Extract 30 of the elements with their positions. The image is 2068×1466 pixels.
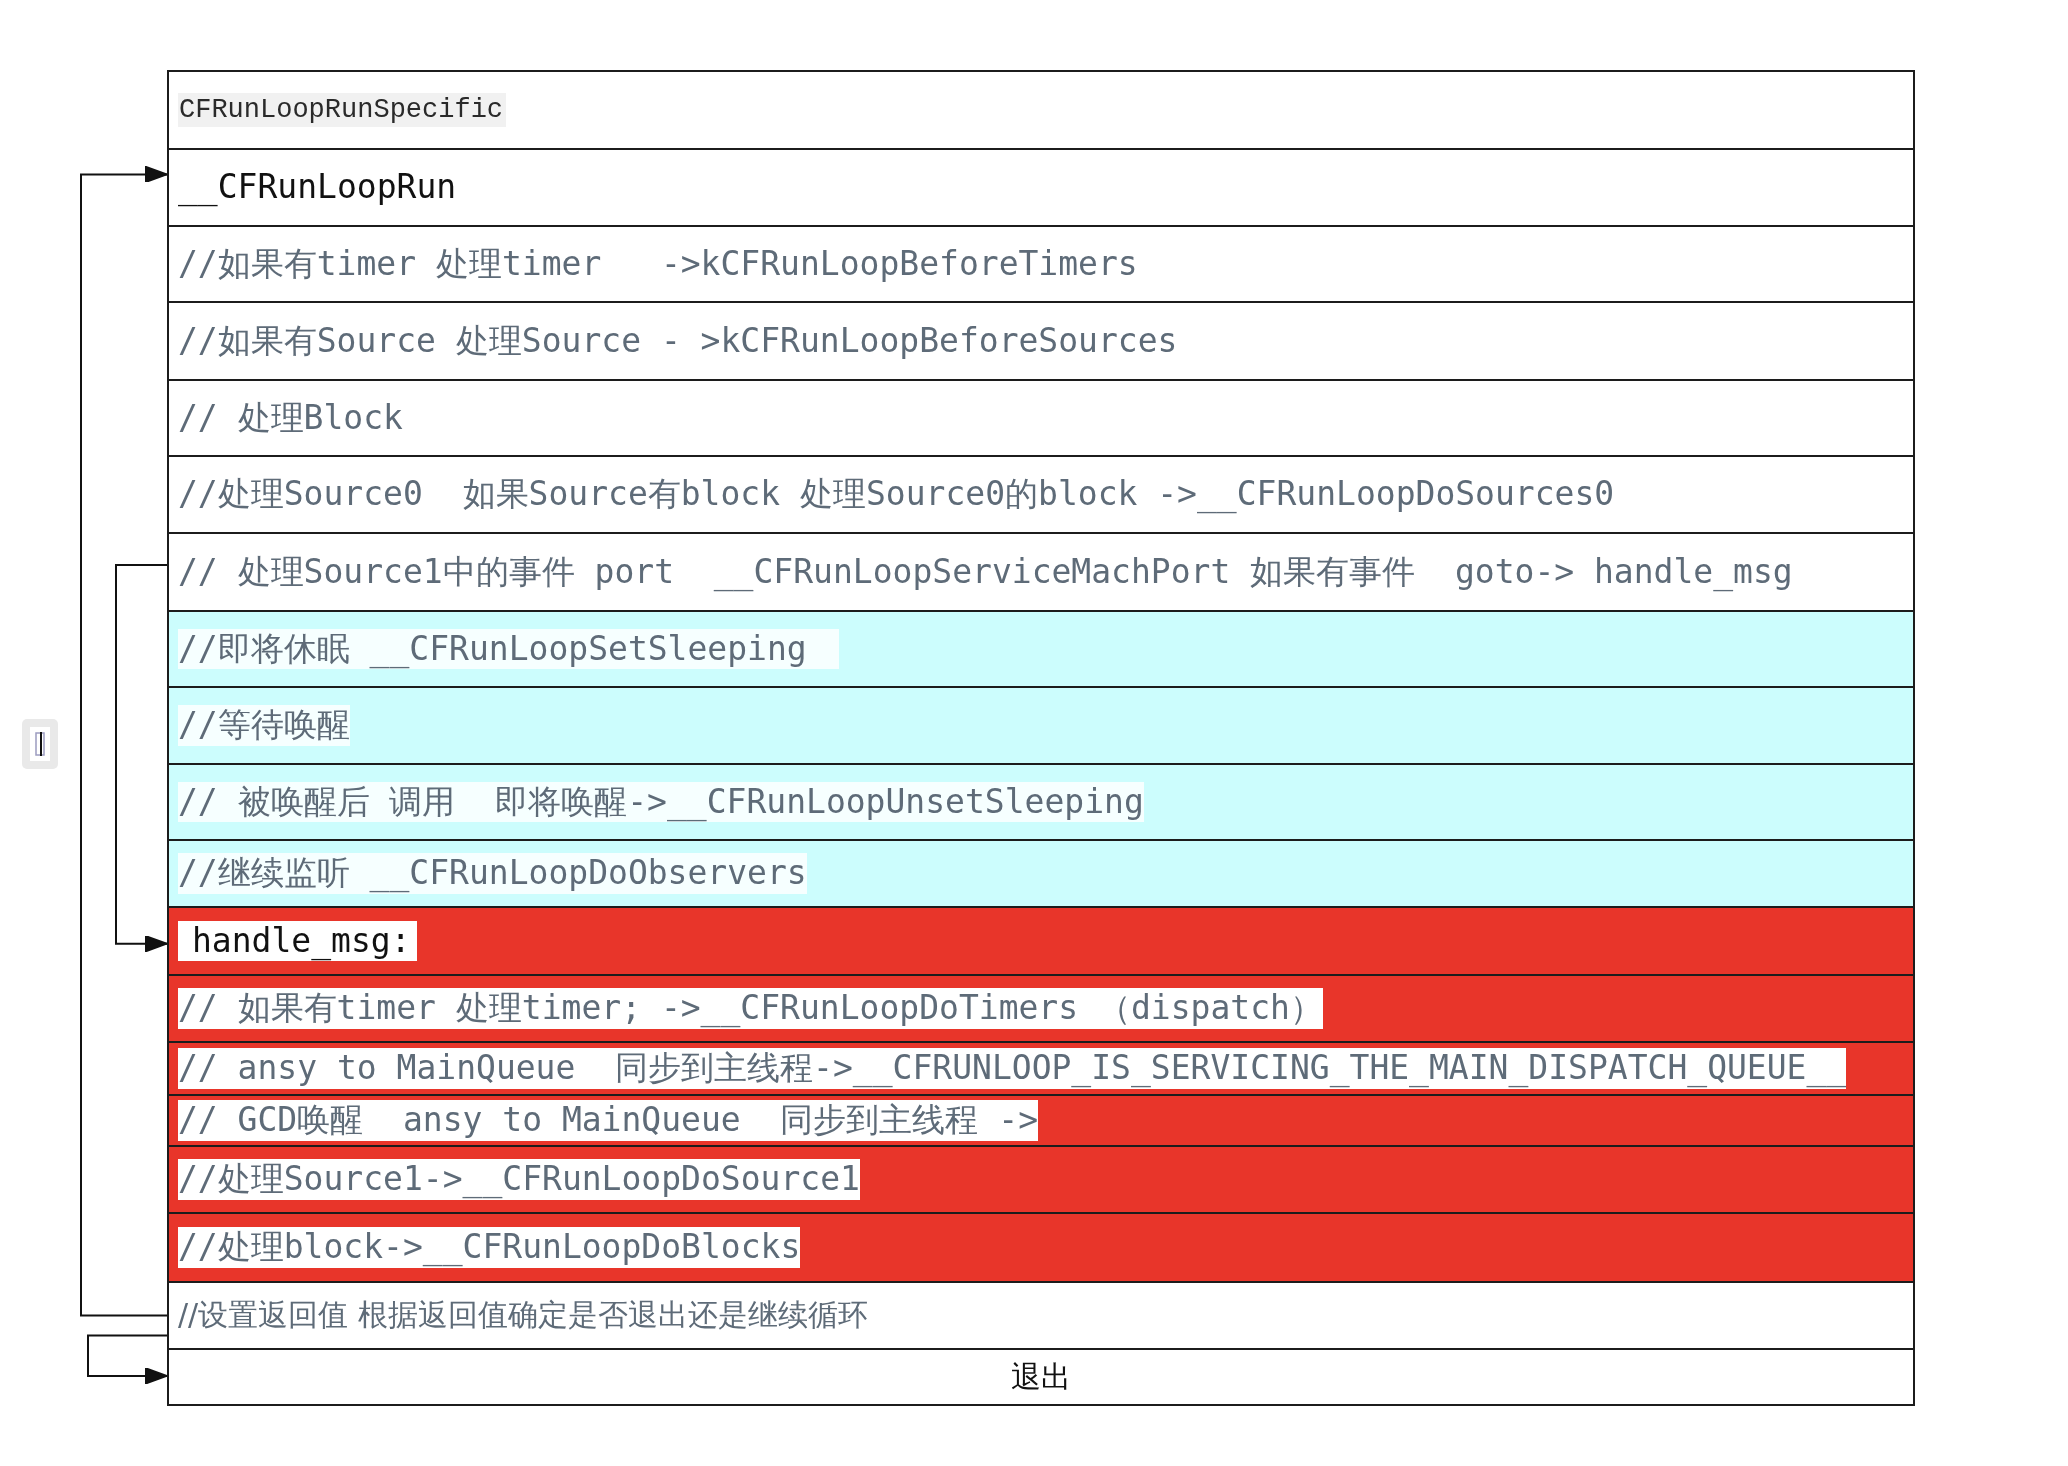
table-row	[167, 974, 1915, 1043]
table-row	[167, 1281, 1915, 1350]
table-row	[167, 906, 1915, 976]
code-line: // 处理Source1中的事件 port __CFRunLoopServiceMachPort 如果有事件 goto-> handle_msg	[178, 551, 1793, 593]
table-row	[167, 301, 1915, 381]
row-label: 退出	[1011, 1358, 1071, 1396]
table-row	[167, 225, 1915, 303]
code-line: // 处理Block	[178, 397, 403, 439]
code-line: //处理Source0 如果Source有block 处理Source0的block ->__CFRunLoopDoSources0	[178, 474, 1615, 515]
code-line: //如果有timer 处理timer ->kCFRunLoopBeforeTimers	[178, 243, 1138, 285]
arrow	[87, 1334, 168, 1385]
table-row	[167, 532, 1915, 612]
table-row	[167, 1212, 1915, 1283]
table-row	[167, 686, 1915, 765]
arrow	[115, 564, 168, 953]
table-row	[167, 70, 1915, 150]
table-row	[167, 148, 1915, 227]
table-row	[167, 1348, 1915, 1406]
code-line: __CFRunLoopRun	[178, 167, 457, 208]
table-row	[167, 610, 1915, 688]
table-row	[167, 379, 1915, 457]
table-row	[167, 763, 1915, 841]
table-row	[167, 1094, 1915, 1147]
comment-line: //设置返回值 根据返回值确定是否退出还是继续循环	[178, 1297, 868, 1334]
table-row	[167, 1145, 1915, 1214]
table-row	[167, 1041, 1915, 1096]
code-line: //如果有Source 处理Source - >kCFRunLoopBeforeSources	[178, 320, 1178, 362]
arrow	[80, 165, 168, 1317]
table-row	[167, 839, 1915, 908]
table-row	[167, 455, 1915, 534]
